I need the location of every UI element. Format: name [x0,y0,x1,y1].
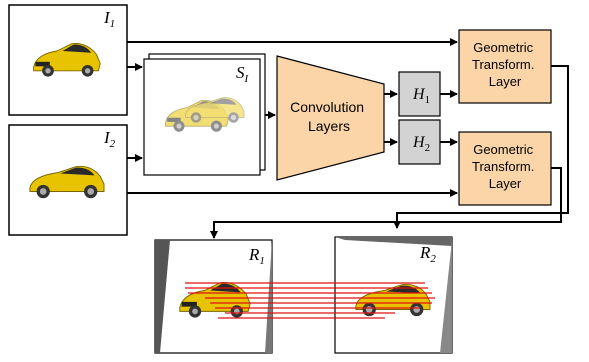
convolution-layers-block [276,55,385,181]
arrow-geo-bottom-to-r1 [210,167,562,239]
geometric-transform-top-label: Geometric Transform. Layer [472,40,538,89]
geometric-transform-bottom [458,131,552,206]
label-si: SI [236,63,250,85]
label-r2: R2 [419,243,436,265]
r1-warp-border-right [265,240,272,353]
head-h1-label: H1 [412,86,430,106]
geometric-transform-bottom-label: Geometric Transform. Layer [472,142,538,191]
arrows [127,38,569,239]
r2-warp-border-top [335,237,452,246]
arrow-geo-top-to-r2 [393,65,569,229]
convolution-label: Convolution Layers [290,99,368,134]
label-i2: I2 [103,128,116,150]
r2-warp-border-right [440,240,452,353]
r1-warp-border-left [155,240,170,353]
label-i1: I1 [103,8,115,30]
head-h2-label: H2 [412,134,430,154]
geometric-transform-top [458,29,552,104]
head-h2-block [398,119,441,165]
label-r1: R1 [248,245,265,267]
correspondence-lines [185,282,435,319]
